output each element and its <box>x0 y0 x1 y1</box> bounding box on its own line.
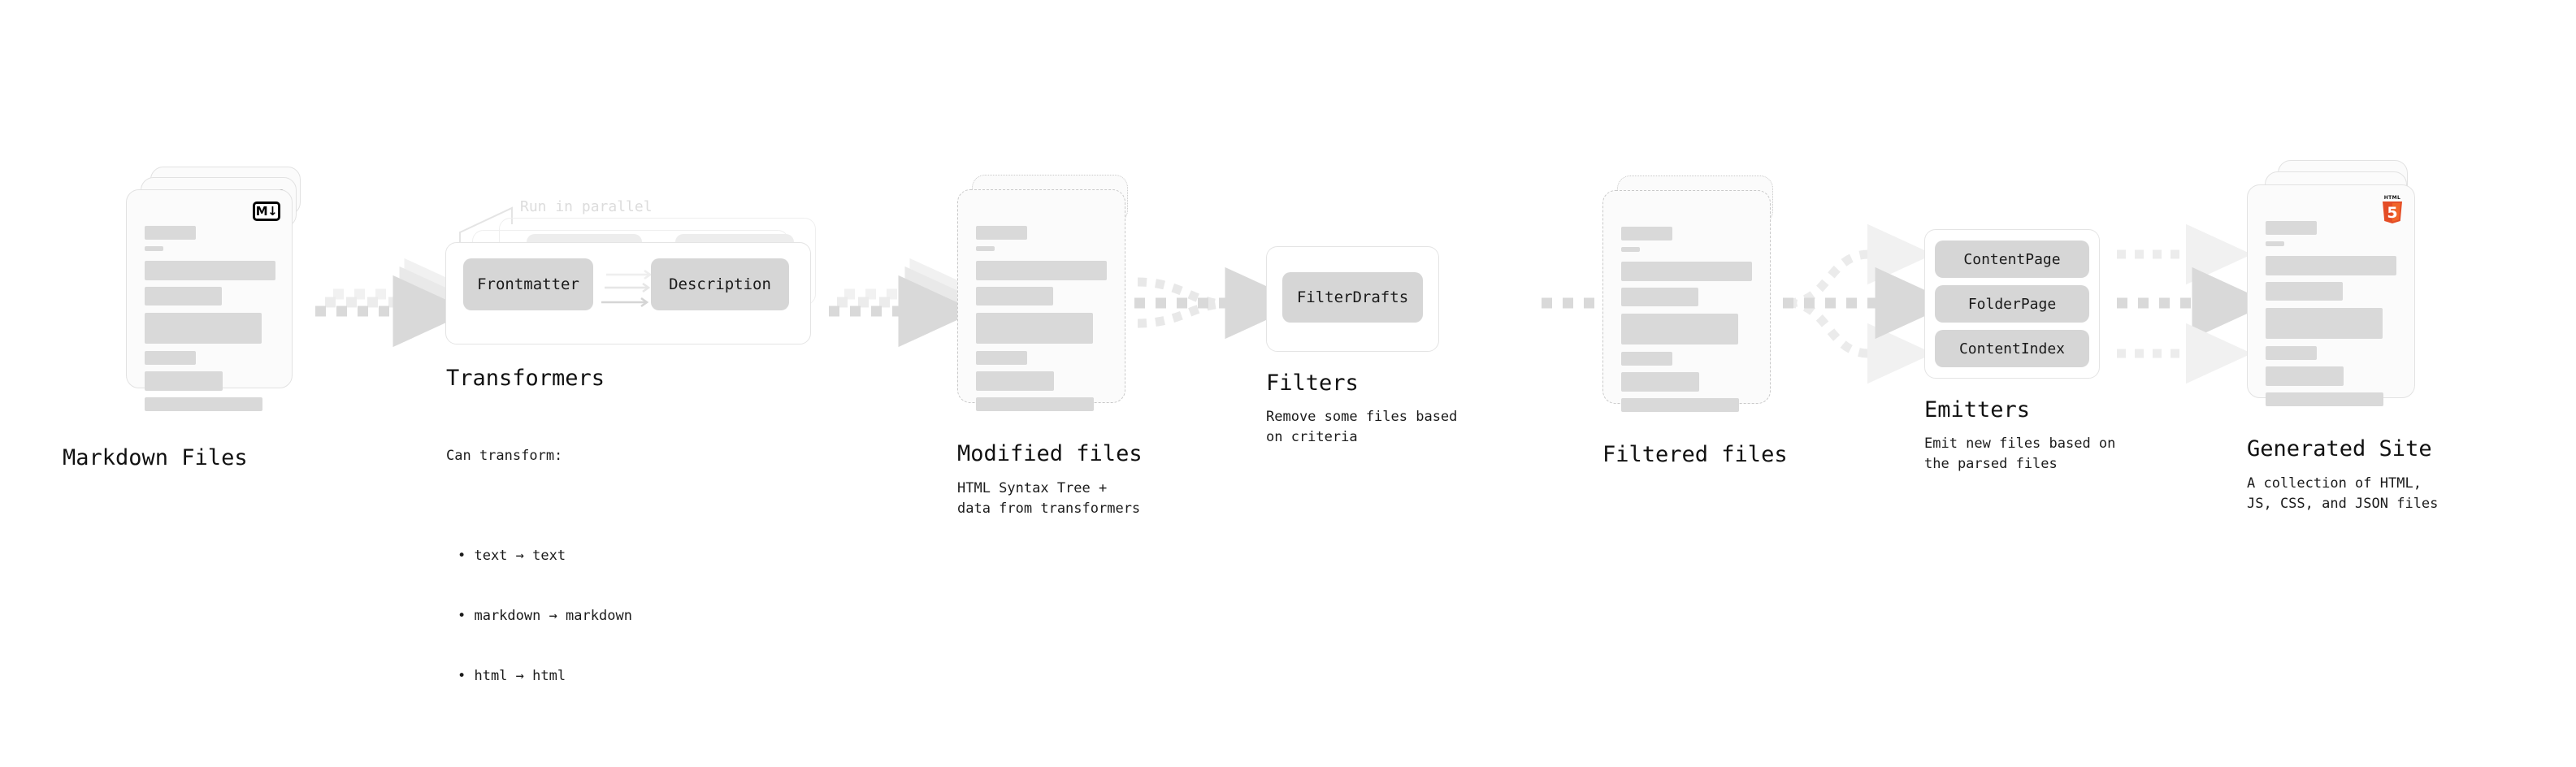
generated-site-title: Generated Site <box>2247 436 2432 462</box>
card-placeholder-content <box>127 190 292 411</box>
connector-transformers-to-modified <box>829 258 988 348</box>
filters-description: Remove some files based on criteria <box>1266 409 1458 445</box>
transformers-title: Transformers <box>446 366 605 391</box>
card-placeholder-content <box>1603 191 1770 412</box>
transformer-chip-description[interactable]: Description <box>651 258 789 310</box>
markdown-files-title: Markdown Files <box>63 445 248 470</box>
stage-modified-files: Modified files HTML Syntax Tree + data f… <box>957 175 1144 517</box>
transformer-internal-arrows <box>601 269 653 308</box>
html5-icon: HTML 5 <box>2380 193 2405 227</box>
stage-markdown-files: M↓ M↓ M↓ <box>63 167 313 470</box>
modified-files-description: HTML Syntax Tree + data from transformer… <box>957 480 1141 517</box>
emitter-chip-contentindex[interactable]: ContentIndex <box>1935 330 2089 367</box>
transformers-bullet-2: • html → html <box>458 668 566 685</box>
transformers-bullet-list: • text → text • markdown → markdown • ht… <box>446 506 632 726</box>
stage-filtered-files: Filtered files <box>1602 176 1789 467</box>
modified-card-front <box>957 189 1125 411</box>
connector-emitters-to-site <box>2117 223 2270 384</box>
pipeline-diagram: M↓ M↓ M↓ <box>63 160 2442 684</box>
transformer-chip-frontmatter[interactable]: Frontmatter <box>463 258 593 310</box>
transformers-desc-heading: Can transform: <box>446 448 563 465</box>
stage-generated-site: CSS HTML 5 <box>2247 160 2442 512</box>
emitters-title: Emitters <box>1924 397 2031 422</box>
html5-glyph: HTML 5 <box>2383 195 2402 223</box>
emitters-description: Emit new files based on the parsed files <box>1924 436 2116 472</box>
filter-chip-filterdrafts[interactable]: FilterDrafts <box>1282 272 1423 323</box>
modified-card-stack <box>957 175 1144 435</box>
generated-site-description: A collection of HTML, JS, CSS, and JSON … <box>2247 475 2439 512</box>
modified-files-title: Modified files <box>957 441 1143 466</box>
filtered-files-title: Filtered files <box>1602 442 1788 467</box>
svg-text:HTML: HTML <box>2384 195 2401 201</box>
run-in-parallel-label: Run in parallel <box>520 198 653 215</box>
emitter-chip-folderpage[interactable]: FolderPage <box>1935 285 2089 323</box>
markdown-card-front: M↓ <box>126 189 293 411</box>
markdown-icon: M↓ <box>253 202 280 221</box>
transformers-bullet-1: • markdown → markdown <box>458 608 632 625</box>
filters-title: Filters <box>1266 370 1359 396</box>
filtered-card-stack <box>1602 176 1789 436</box>
markdown-card-stack: M↓ M↓ M↓ <box>126 167 313 427</box>
filtered-card-front <box>1602 190 1771 412</box>
connector-modified-to-filters <box>1134 266 1303 340</box>
generated-card-front: HTML 5 <box>2247 184 2415 406</box>
generated-card-stack: CSS HTML 5 <box>2247 160 2442 428</box>
emitter-chip-contentpage[interactable]: ContentPage <box>1935 240 2089 278</box>
connector-filtered-to-emitters <box>1783 223 1954 384</box>
transformers-bullet-0: • text → text <box>458 548 566 565</box>
card-placeholder-content <box>958 190 1125 411</box>
card-placeholder-content <box>2248 185 2414 406</box>
svg-text:5: 5 <box>2387 204 2397 222</box>
connector-md-to-transformers <box>315 258 483 348</box>
transformers-description: Can transform: • text → text • markdown … <box>446 406 632 767</box>
